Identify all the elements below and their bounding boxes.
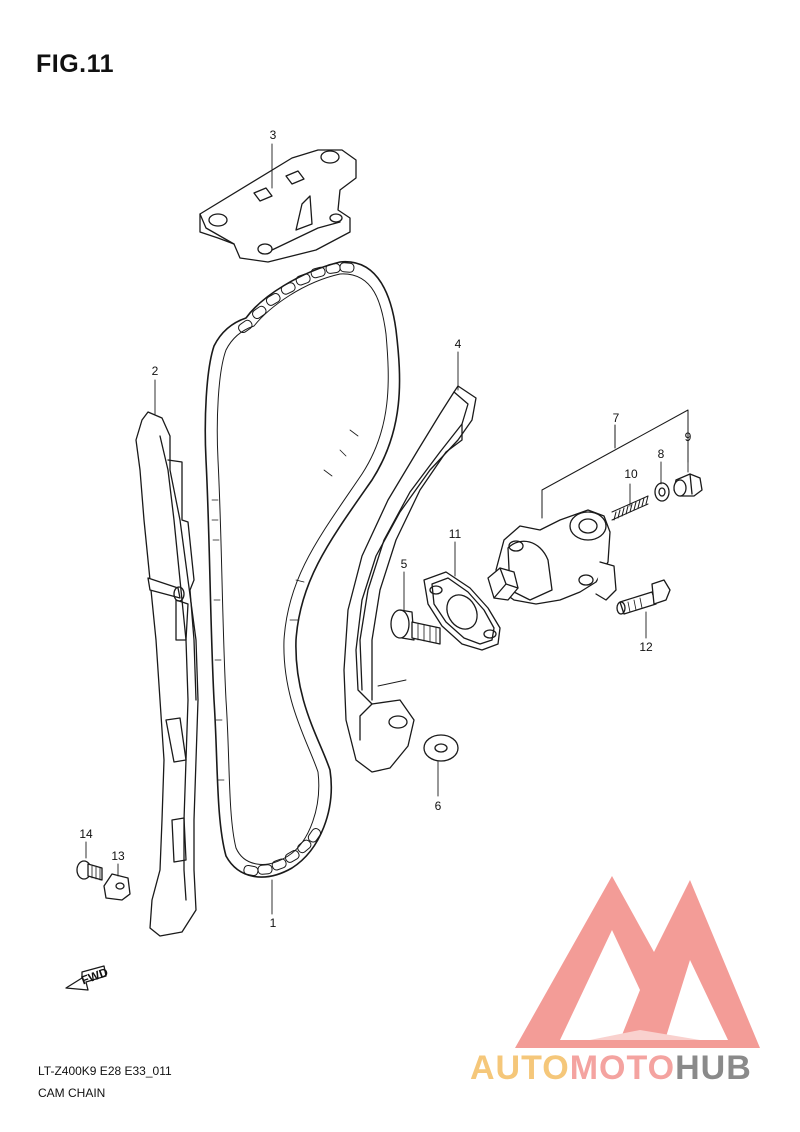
watermark-text: AUTOMOTOHUB xyxy=(470,1049,752,1088)
diagram-name: CAM CHAIN xyxy=(38,1086,106,1100)
cam-chain xyxy=(204,261,401,878)
callout-11: 11 xyxy=(449,527,462,541)
small-washer xyxy=(654,482,670,502)
callout-2: 2 xyxy=(152,364,159,378)
callout-14: 14 xyxy=(79,827,93,841)
diagram-code: LT-Z400K9 E28 E33_011 xyxy=(38,1064,172,1078)
callout-9: 9 xyxy=(685,430,692,444)
callout-4: 4 xyxy=(455,337,462,351)
screw xyxy=(76,860,103,881)
callout-7: 7 xyxy=(613,411,620,425)
group-bracket-7 xyxy=(541,409,689,519)
watermark-text-auto: AUTO xyxy=(470,1049,570,1087)
callout-10: 10 xyxy=(624,467,638,481)
figure-title: FIG.11 xyxy=(36,50,115,78)
gasket xyxy=(423,571,501,651)
watermark-text-moto: MOTO xyxy=(569,1049,676,1087)
tensioner-arm xyxy=(343,385,477,773)
pivot-bolt xyxy=(390,609,441,645)
chain-guide-left xyxy=(135,411,199,937)
callout-5: 5 xyxy=(401,557,408,571)
callout-1: 1 xyxy=(270,916,277,930)
cap-bolt xyxy=(673,473,703,497)
watermark-logo-icon xyxy=(515,876,760,1048)
tensioner-adjuster xyxy=(487,509,617,605)
callout-13: 13 xyxy=(111,849,125,863)
leader-lines xyxy=(85,143,689,915)
fwd-label: FWD xyxy=(79,965,110,988)
upper-chain-guide xyxy=(199,149,357,263)
watermark-text-hub: HUB xyxy=(675,1049,752,1087)
callout-3: 3 xyxy=(270,128,277,142)
washer xyxy=(423,734,459,762)
mounting-bolt xyxy=(616,579,671,615)
callout-labels: 3 2 4 7 9 8 10 11 5 12 6 14 13 1 xyxy=(79,128,691,930)
callout-6: 6 xyxy=(435,799,442,813)
callout-12: 12 xyxy=(639,640,653,654)
stopper-plate xyxy=(103,873,131,901)
forward-arrow-icon: FWD xyxy=(65,965,110,991)
callout-8: 8 xyxy=(658,447,665,461)
